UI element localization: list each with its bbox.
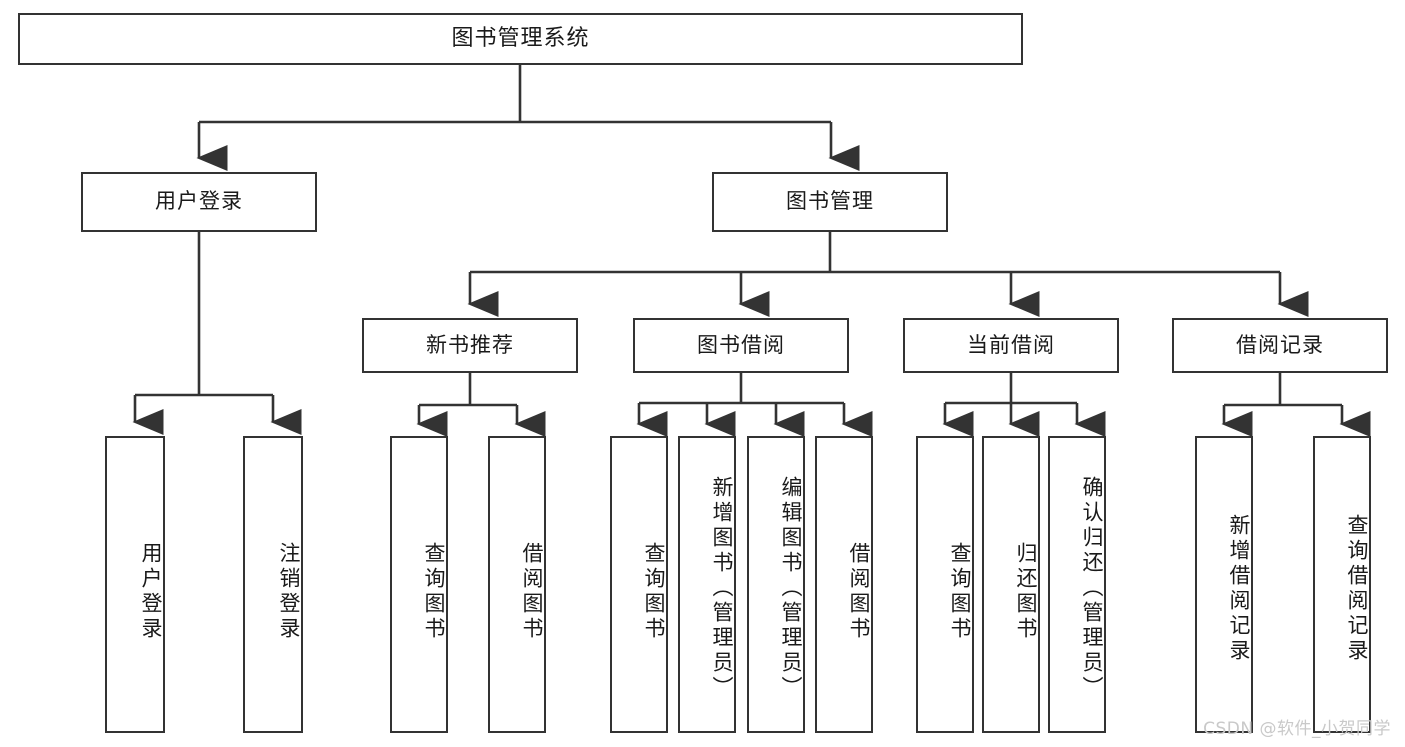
leaf-edit-book-label: 编辑图书（管理员） (779, 476, 803, 701)
node-current-borrow-label: 当前借阅 (967, 332, 1055, 357)
node-user-login-label: 用户登录 (155, 189, 243, 214)
leaf-return-book-label: 归还图书 (1014, 541, 1038, 642)
node-book-manage[interactable]: 图书管理 (712, 172, 948, 232)
leaf-add-book-label: 新增图书（管理员） (710, 476, 734, 701)
node-user-login[interactable]: 用户登录 (81, 172, 317, 232)
leaf-query-book-2[interactable]: 查询图书 (610, 436, 668, 733)
leaf-borrow-book-2-label: 借阅图书 (847, 541, 871, 642)
leaf-add-book[interactable]: 新增图书（管理员） (678, 436, 736, 733)
leaf-query-book-1[interactable]: 查询图书 (390, 436, 448, 733)
leaf-return-book[interactable]: 归还图书 (982, 436, 1040, 733)
leaf-user-login-label: 用户登录 (139, 541, 163, 642)
leaf-query-book-2-label: 查询图书 (642, 541, 666, 642)
leaf-add-record[interactable]: 新增借阅记录 (1195, 436, 1253, 733)
leaf-borrow-book-2[interactable]: 借阅图书 (815, 436, 873, 733)
leaf-query-book-3-label: 查询图书 (948, 541, 972, 642)
leaf-confirm-return-label: 确认归还（管理员） (1080, 476, 1104, 701)
leaf-borrow-book-1[interactable]: 借阅图书 (488, 436, 546, 733)
leaf-logout[interactable]: 注销登录 (243, 436, 303, 733)
leaf-query-record-label: 查询借阅记录 (1345, 513, 1369, 664)
node-book-borrow-label: 图书借阅 (697, 332, 785, 357)
leaf-add-record-label: 新增借阅记录 (1227, 513, 1251, 664)
leaf-query-book-1-label: 查询图书 (422, 541, 446, 642)
leaf-query-book-3[interactable]: 查询图书 (916, 436, 974, 733)
leaf-borrow-book-1-label: 借阅图书 (520, 541, 544, 642)
node-borrow-record-label: 借阅记录 (1236, 332, 1324, 357)
leaf-confirm-return[interactable]: 确认归还（管理员） (1048, 436, 1106, 733)
node-new-book-recommend-label: 新书推荐 (426, 332, 514, 357)
node-new-book-recommend[interactable]: 新书推荐 (362, 318, 578, 373)
node-borrow-record[interactable]: 借阅记录 (1172, 318, 1388, 373)
leaf-user-login[interactable]: 用户登录 (105, 436, 165, 733)
node-current-borrow[interactable]: 当前借阅 (903, 318, 1119, 373)
node-book-manage-label: 图书管理 (786, 189, 874, 214)
leaf-edit-book[interactable]: 编辑图书（管理员） (747, 436, 805, 733)
node-root[interactable]: 图书管理系统 (18, 13, 1023, 65)
leaf-logout-label: 注销登录 (277, 541, 301, 642)
csdn-watermark: CSDN @软件_小贺同学 (1203, 719, 1391, 739)
node-book-borrow[interactable]: 图书借阅 (633, 318, 849, 373)
leaf-query-record[interactable]: 查询借阅记录 (1313, 436, 1371, 733)
node-root-label: 图书管理系统 (451, 25, 590, 51)
